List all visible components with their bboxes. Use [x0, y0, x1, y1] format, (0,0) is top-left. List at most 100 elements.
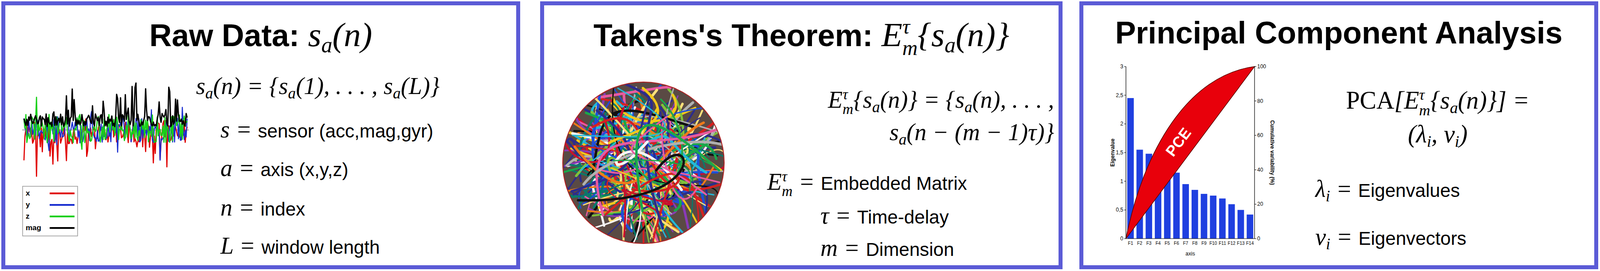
tick: [1254, 169, 1257, 170]
tick: [1254, 66, 1257, 67]
tick-label: 80: [1257, 98, 1263, 104]
math-symbol: v: [1315, 223, 1326, 251]
math-superscript: τ: [902, 15, 918, 38]
text-run: Eτm{sa(n)} = {sa(n), . . . , sa(n − (m −…: [827, 84, 1055, 148]
formula-text: Eτm = Embedded Matrix: [767, 167, 968, 199]
math-text: ,: [1431, 120, 1444, 148]
title-math: sa(n): [308, 15, 373, 54]
tick-label: 0: [1120, 235, 1124, 242]
eigen-bar: [1173, 172, 1181, 239]
yarn-ball: [559, 67, 728, 259]
tick-label: 2: [1120, 121, 1124, 127]
tick: [1254, 100, 1257, 102]
math-subscript: a: [288, 84, 297, 102]
math-symbol: E: [767, 168, 782, 196]
definition-words: sensor (acc,mag,gyr): [257, 120, 433, 142]
math-part: Eτm =: [767, 168, 821, 196]
math-part: s =: [220, 116, 258, 143]
text-run: Takens's Theorem: Eτm{sa(n)}: [593, 14, 1009, 59]
eigen-bar: [1191, 189, 1199, 239]
text-run: s = sensor (acc,mag,gyr): [220, 115, 434, 145]
tick: [1254, 135, 1257, 136]
formula-text: PCA[Eτm{sa(n)}] = (λi, vi): [1284, 84, 1591, 151]
tick-label: 1,5: [1115, 149, 1124, 156]
formula-line: (λi, vi): [1345, 117, 1530, 151]
math-subscript: a: [944, 32, 956, 58]
math-text: (: [1407, 120, 1417, 148]
axis-title: Eigenvalue: [1109, 138, 1116, 167]
math-indices: τm: [902, 15, 918, 59]
math-text: ): [1459, 120, 1468, 148]
pca-plot: [1107, 62, 1279, 262]
tick-label: 0: [1257, 235, 1261, 242]
text-run: a = axis (x,y,z): [220, 153, 349, 183]
legend-box: [22, 186, 78, 236]
math-symbol: λ: [1415, 120, 1427, 148]
yarn-strand: [653, 176, 699, 242]
signal-line: [23, 82, 188, 127]
math-text: (n)} = {: [879, 86, 956, 114]
yarn-illustration: [559, 67, 728, 259]
math-symbol: s: [278, 72, 289, 100]
math-part: τ =: [820, 202, 858, 229]
math-text: (n): [332, 15, 373, 54]
tick: [1124, 123, 1126, 125]
pca-chart: 32,521,510,50100806040200F1F2F3F4F5F6F7F…: [1107, 62, 1279, 262]
tick-label: F11: [1218, 241, 1227, 246]
tick: [1124, 238, 1126, 240]
tick-label: F6: [1173, 241, 1180, 246]
math-symbol: E: [881, 15, 903, 54]
math-subscript: a: [321, 32, 333, 58]
yarn-strand: [578, 154, 684, 201]
panel-box: Raw Data: sa(n)sa(n) = {sa(1), . . . , s…: [1, 1, 521, 270]
math-subscript: m: [842, 101, 854, 117]
math-symbol: λ: [1315, 175, 1326, 203]
eigen-bar: [1228, 203, 1236, 239]
math-operator: PCA: [1345, 86, 1395, 114]
definition-words: index: [260, 198, 306, 220]
tick: [1124, 94, 1126, 96]
text-run: Principal Component Analysis: [1115, 14, 1563, 52]
tick-label: 100: [1257, 63, 1267, 70]
tick: [1254, 238, 1257, 240]
math-text: s =: [220, 116, 258, 143]
math-symbol: s: [889, 118, 899, 146]
title-math: Eτm{sa(n)}: [881, 15, 1010, 54]
math-subscript: a: [1449, 98, 1458, 117]
title-words: Principal Component Analysis: [1115, 15, 1563, 51]
tick-label: 1: [1120, 178, 1124, 185]
panel-title: Principal Component Analysis: [1083, 14, 1595, 52]
math-text: {: [1430, 86, 1440, 114]
tick-label: F1: [1128, 241, 1134, 246]
math-subscript: a: [964, 98, 973, 116]
text-run: sa(n) = {sa(1), . . . , sa(L)}: [196, 71, 440, 101]
tick-label: F8: [1192, 241, 1198, 246]
legend-label: mag: [25, 223, 42, 232]
math-subscript: m: [902, 37, 918, 59]
math-symbol: s: [931, 15, 945, 54]
definition-words: Embedded Matrix: [820, 172, 968, 194]
tick-label: F13: [1236, 241, 1245, 246]
title-words: Raw Data:: [149, 18, 309, 53]
bottom-axis: [1125, 238, 1255, 239]
math-text: (n)}] =: [1458, 86, 1530, 114]
tick-label: F3: [1146, 241, 1152, 246]
math-text: L =: [220, 232, 262, 259]
formula-text: m = Dimension: [820, 233, 954, 263]
math-part: a =: [220, 154, 261, 182]
math-part: vi =: [1315, 223, 1359, 251]
math-superscript: τ: [1419, 87, 1431, 103]
math-subscript: i: [1454, 132, 1460, 151]
math-symbol: s: [955, 86, 965, 114]
math-text: [: [1394, 86, 1404, 114]
legend-sample-line: [49, 227, 75, 229]
panel-title: Raw Data: sa(n): [5, 14, 517, 55]
tick: [1254, 203, 1257, 205]
math-text: (n), . . . ,: [972, 86, 1055, 114]
math-indices: τm: [1419, 87, 1431, 118]
tick-label: 2,5: [1115, 92, 1124, 99]
tick-label: 0,5: [1115, 207, 1124, 213]
legend-sample-line: [49, 203, 75, 206]
text-run: λi = Eigenvalues: [1315, 174, 1460, 204]
eigen-bar: [1219, 198, 1226, 240]
